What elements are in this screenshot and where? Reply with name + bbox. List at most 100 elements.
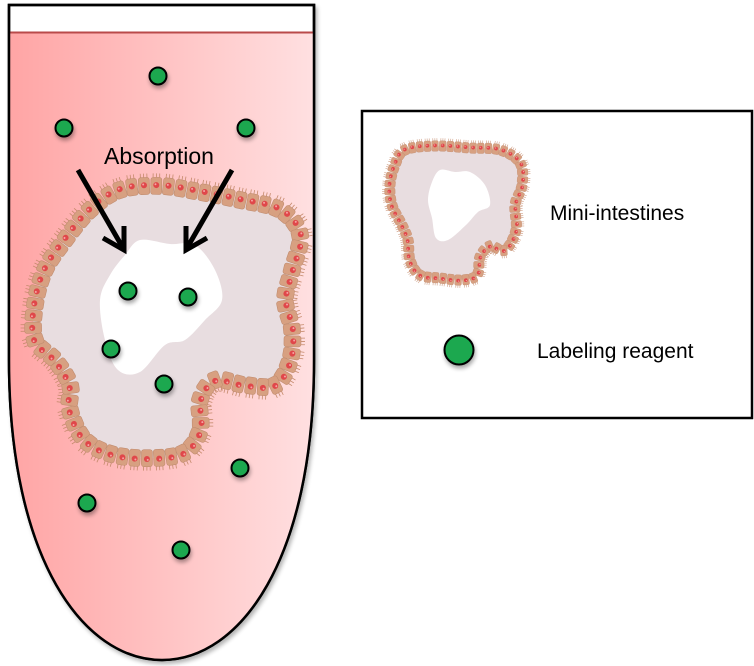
epithelial-cell — [182, 436, 205, 457]
epithelial-cell — [162, 173, 175, 196]
epithelial-cell — [438, 272, 448, 287]
epithelial-cell — [503, 240, 517, 252]
mini-intestine-icon — [382, 138, 531, 288]
epithelial-cell — [384, 201, 399, 212]
epithelial-cell — [509, 205, 523, 213]
epithelial-cell — [57, 381, 80, 395]
epithelial-cell — [509, 212, 524, 221]
epithelial-cell — [290, 227, 313, 242]
epithelial-cells — [382, 138, 531, 288]
epithelial-cell — [196, 379, 219, 398]
labeling-reagent-dots — [54, 66, 256, 560]
epithelial-cell — [112, 176, 128, 200]
epithelial-cell — [509, 196, 524, 206]
epithelial-cell — [383, 171, 398, 181]
epithelial-cell — [431, 272, 440, 286]
epithelial-cell — [461, 274, 470, 288]
epithelial-cell — [283, 335, 306, 348]
epithelial-cell — [289, 239, 313, 254]
epithelial-cell — [125, 174, 139, 197]
epithelial-cell — [173, 175, 188, 198]
epithelial-cell — [484, 140, 493, 154]
epithelial-cell — [399, 141, 410, 156]
epithelial-cell — [219, 371, 235, 394]
epithelial-cell — [282, 262, 306, 277]
epithelial-cell — [61, 415, 85, 432]
epithelial-cell — [20, 321, 42, 334]
epithelial-cell — [423, 138, 432, 152]
right-arrow-icon — [183, 168, 235, 255]
organoid-lumen — [99, 239, 223, 375]
epithelial-cell — [231, 374, 246, 397]
epithelial-cell — [266, 375, 284, 398]
epithelial-cell — [282, 322, 305, 336]
epithelial-cell — [507, 233, 521, 245]
epithelial-cell — [510, 220, 525, 228]
reagent-dot — [54, 118, 74, 138]
epithelial-cell — [257, 191, 272, 214]
epithelial-cell — [153, 448, 166, 471]
epithelial-cell — [276, 286, 299, 301]
legend: Mini-intestines Labeling reagent — [360, 109, 754, 420]
epithelial-cells — [20, 173, 313, 471]
epithelial-cell — [453, 139, 462, 153]
epithelial-cell — [391, 214, 406, 226]
epithelial-cell — [115, 447, 130, 470]
epithelial-cell — [469, 140, 477, 154]
reagent-dot — [101, 339, 121, 359]
epithelial-cell — [408, 139, 417, 154]
epithelial-cell — [40, 347, 62, 369]
epithelial-cell — [22, 296, 45, 311]
epithelial-cell — [431, 138, 439, 152]
epithelial-cell — [391, 148, 406, 161]
epithelial-cell — [385, 164, 400, 174]
epithelial-cell — [461, 139, 470, 154]
epithelial-cell — [21, 332, 45, 348]
tube-outline — [7, 3, 316, 662]
epithelial-cell — [245, 189, 260, 212]
epithelial-cell — [61, 217, 84, 238]
epithelial-cell — [468, 271, 479, 286]
epithelial-cell — [150, 173, 163, 195]
absorption-arrows — [75, 168, 235, 255]
epithelial-cell — [164, 447, 178, 470]
epithelial-cell — [382, 194, 397, 204]
epithelial-cell — [46, 237, 69, 257]
labeling-reagent-dot-icon — [443, 334, 475, 366]
epithelial-cell — [128, 448, 141, 471]
epithelial-cell — [47, 357, 70, 377]
reagent-dot — [118, 281, 138, 301]
mini-intestine-organoid — [20, 173, 313, 471]
epithelial-cell — [54, 227, 76, 248]
epithelial-cell — [24, 284, 47, 299]
epithelial-cell — [20, 309, 43, 323]
absorption-label: Absorption — [104, 143, 214, 169]
epithelial-cell — [499, 244, 508, 259]
reagent-dot — [154, 374, 174, 394]
epithelial-cell — [407, 264, 421, 277]
epithelial-cell — [414, 269, 426, 284]
epithelial-cell — [103, 444, 119, 467]
epithelial-cell — [278, 357, 302, 374]
epithelial-cell — [477, 245, 492, 258]
reagent-dot — [236, 118, 256, 138]
epithelial-cell — [244, 376, 258, 399]
epithelial-cell — [438, 138, 447, 152]
epithelial-cell — [99, 182, 118, 205]
epithelial-cell — [190, 391, 214, 407]
epithelial-cell — [415, 138, 424, 153]
epithelial-cell — [277, 202, 298, 224]
epithelial-cell — [141, 449, 153, 471]
epithelial-cell — [31, 339, 52, 362]
epithelial-cell — [454, 274, 462, 288]
epithelial-cell — [400, 244, 415, 253]
epithelial-cell — [273, 367, 296, 387]
epithelial-cell — [185, 177, 200, 200]
epithelial-cell — [515, 182, 530, 192]
epithelial-cell — [477, 140, 485, 154]
epithelial-cell — [28, 272, 51, 288]
epithelial-cell — [221, 184, 236, 207]
epithelial-cell — [276, 298, 299, 313]
left-arrow-icon — [75, 168, 127, 255]
